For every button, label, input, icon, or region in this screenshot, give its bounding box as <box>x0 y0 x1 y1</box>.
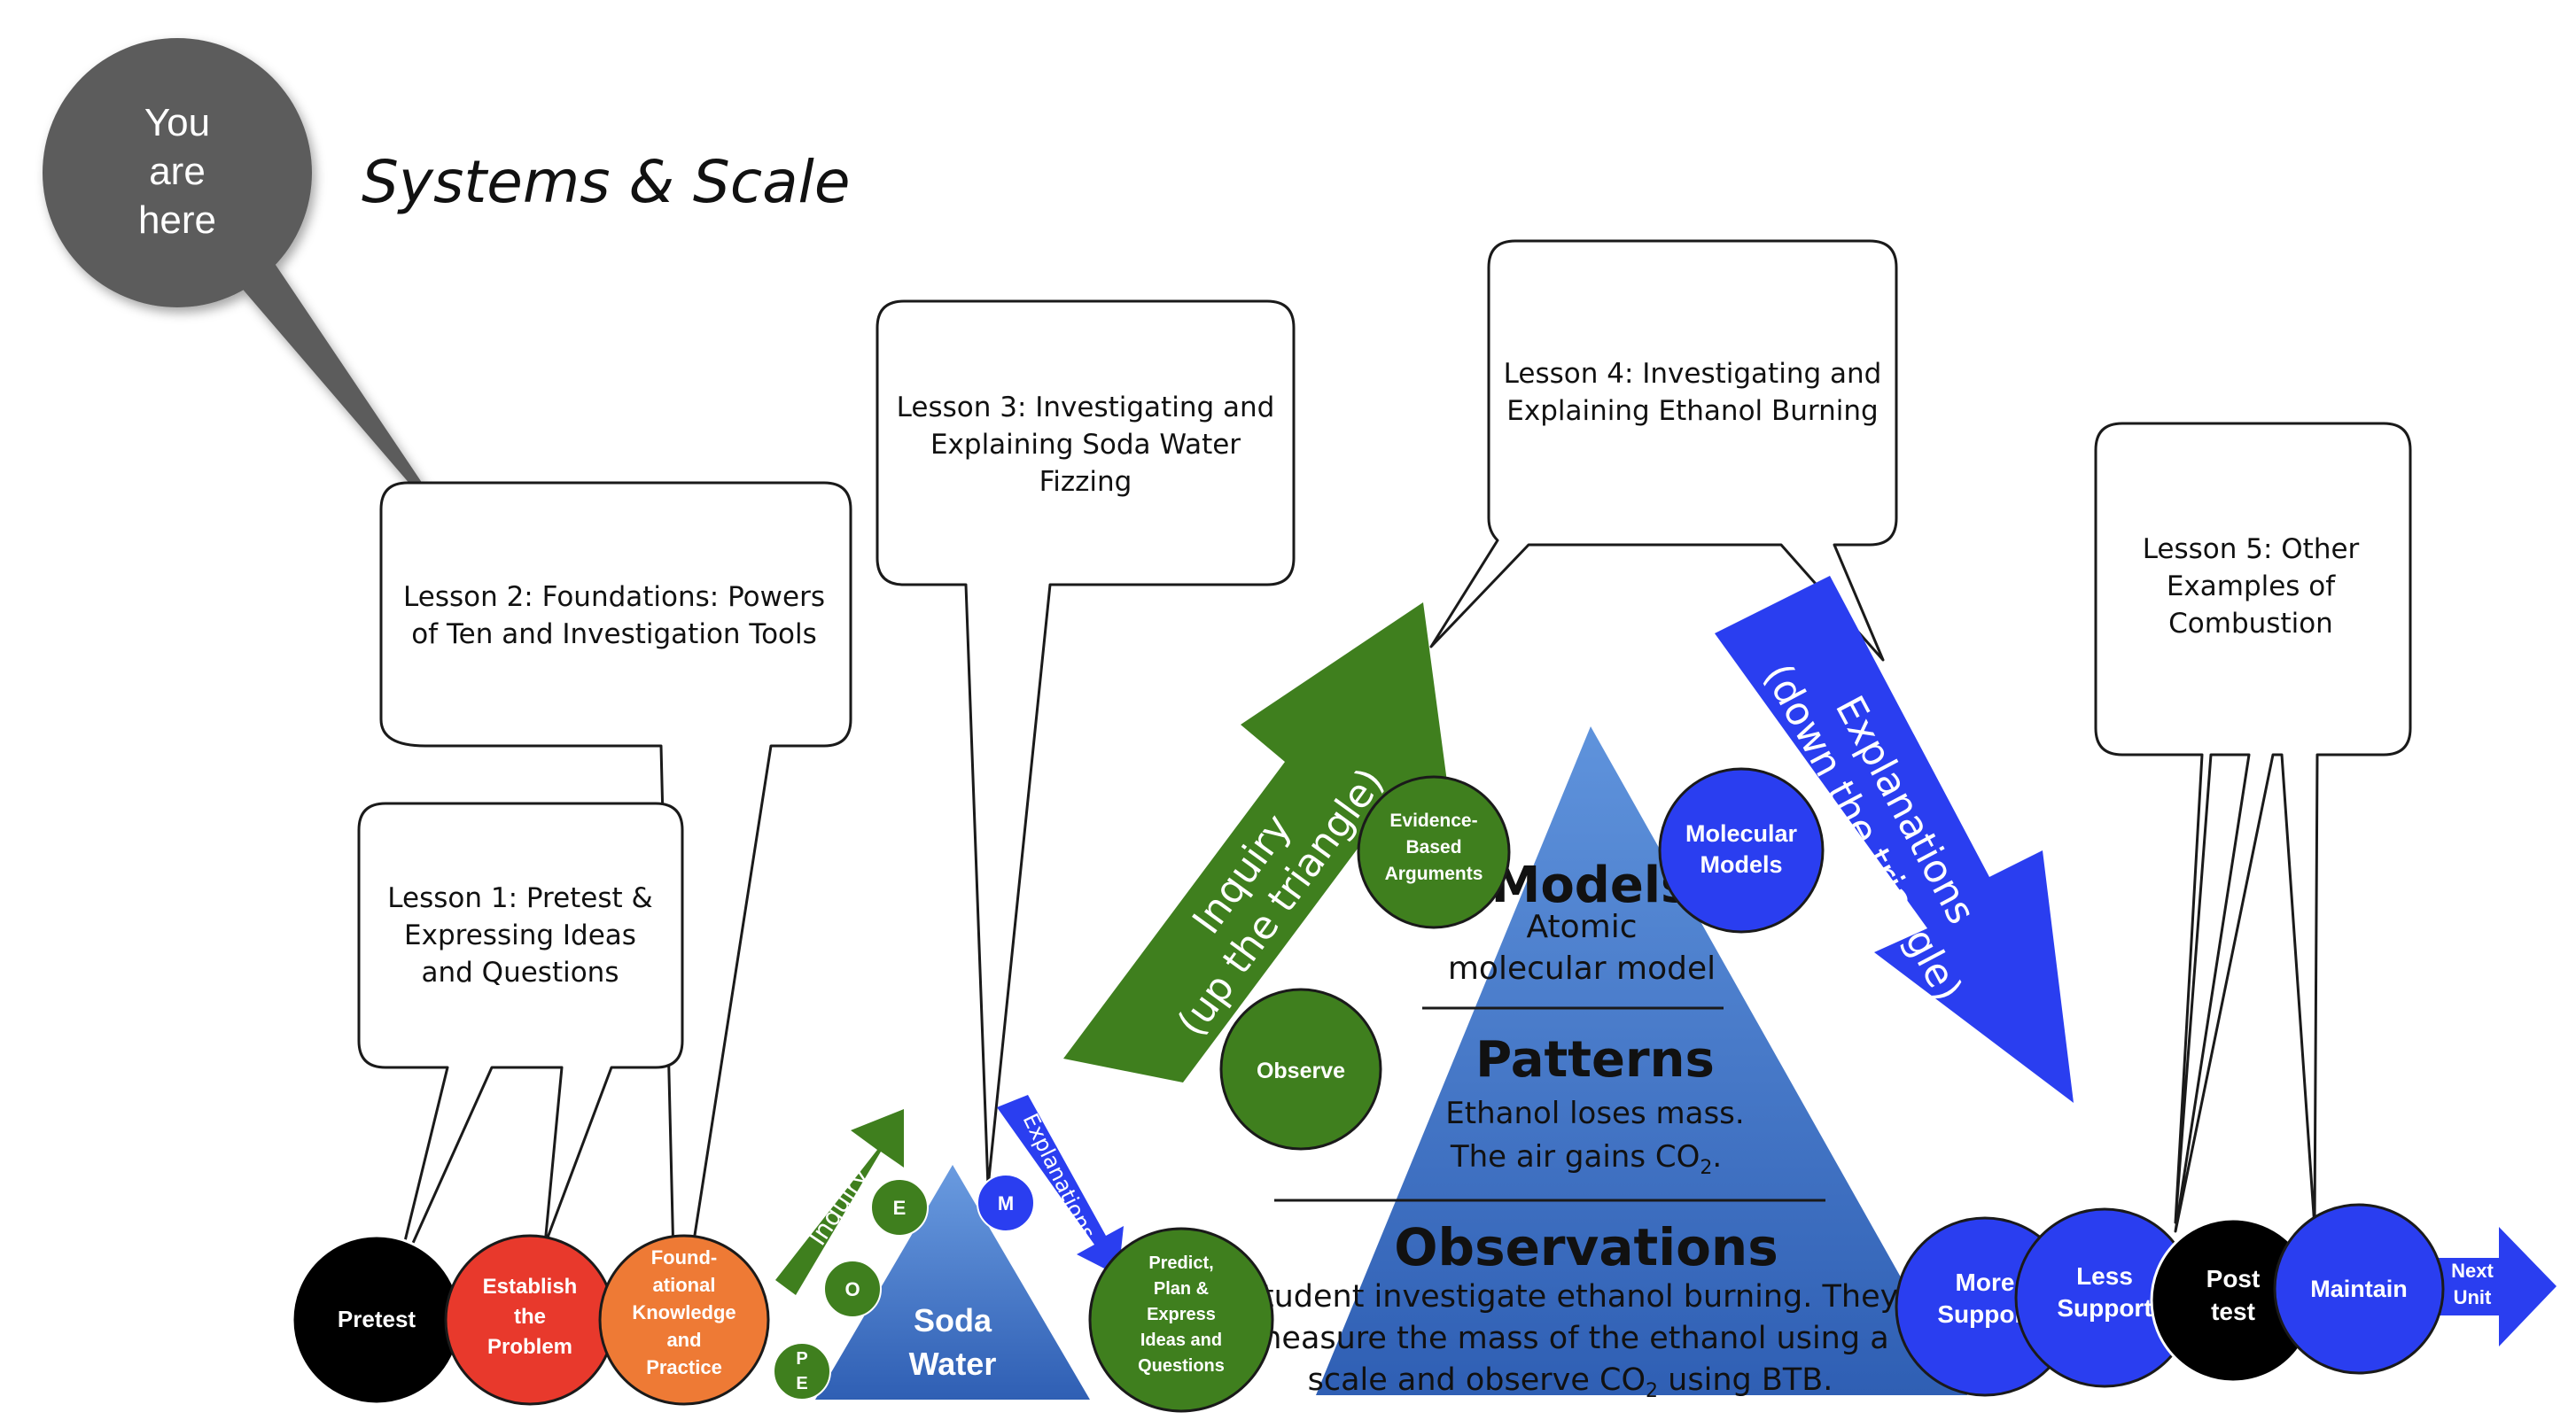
lesson-1-line1: Lesson 1: Pretest & <box>387 882 652 914</box>
big-triangle: Models Atomic molecular model Patterns E… <box>1274 726 1967 1395</box>
m-circle <box>977 1174 1035 1232</box>
foundational-line2: ational <box>653 1274 716 1296</box>
pretest-label: Pretest <box>338 1306 416 1332</box>
pe-circle <box>773 1342 831 1401</box>
establish-line1: Establish <box>483 1275 578 1299</box>
next-unit-line2: Unit <box>2454 1286 2492 1308</box>
lesson-3-line1: Lesson 3: Investigating and <box>897 392 1275 423</box>
more-support-line1: More <box>1956 1269 2015 1296</box>
less-support-line2: Support <box>2057 1294 2152 1322</box>
lesson-4-line2: Explaining Ethanol Burning <box>1506 395 1878 427</box>
evidence-label-line3: Arguments <box>1385 864 1483 884</box>
predict-line3: Express <box>1147 1305 1216 1324</box>
molecular-models-circle <box>1658 767 1825 934</box>
o-letter: O <box>844 1278 860 1300</box>
predict-plan-circle <box>1088 1227 1274 1413</box>
less-support-line1: Less <box>2076 1262 2133 1290</box>
maintain-circle <box>2273 1203 2445 1375</box>
evidence-label-line1: Evidence- <box>1389 811 1477 831</box>
molecular-models-line1: Molecular <box>1685 820 1798 847</box>
soda-water-line2: Water <box>909 1346 997 1382</box>
you-are-here-line1: You <box>144 101 210 144</box>
lesson-2-callout: Lesson 2: Foundations: Powers of Ten and… <box>379 481 852 1260</box>
you-are-here-line3: here <box>138 198 216 242</box>
soda-water-triangle <box>815 1165 1090 1400</box>
soda-water-line1: Soda <box>914 1302 992 1339</box>
diagram-title: Systems & Scale <box>362 148 851 216</box>
foundational-line4: and <box>666 1329 701 1351</box>
establish-line2: the <box>514 1305 546 1329</box>
e-circle <box>870 1178 929 1237</box>
lesson-1-line3: and Questions <box>422 957 619 989</box>
next-unit-arrow <box>2428 1227 2557 1346</box>
models-body-line2: molecular model <box>1448 951 1716 987</box>
lesson-5-callout: Lesson 5: Other Examples of Combustion <box>2094 422 2412 1233</box>
lesson-1-callout: Lesson 1: Pretest & Expressing Ideas and… <box>357 802 684 1286</box>
maintain-label: Maintain <box>2310 1276 2408 1302</box>
evidence-label-line2: Based <box>1405 837 1461 857</box>
post-test-line1: Post <box>2206 1265 2261 1292</box>
patterns-title: Patterns <box>1475 1031 1715 1089</box>
patterns-body-line1: Ethanol loses mass. <box>1445 1096 1744 1131</box>
pe-letter-e: E <box>796 1374 807 1393</box>
predict-line5: Questions <box>1138 1356 1225 1376</box>
establish-line3: Problem <box>487 1335 572 1359</box>
foundational-line3: Knowledge <box>632 1301 735 1323</box>
post-test-line2: test <box>2211 1298 2255 1325</box>
lesson-3-callout: Lesson 3: Investigating and Explaining S… <box>876 299 1296 1189</box>
o-circle <box>823 1260 882 1318</box>
you-are-here-line2: are <box>149 150 206 193</box>
m-letter: M <box>998 1192 1014 1214</box>
observe-circle <box>1219 988 1382 1151</box>
lesson-5-line1: Lesson 5: Other <box>2143 533 2360 565</box>
foundational-knowledge-circle <box>598 1234 770 1406</box>
you-are-here-marker <box>43 38 470 554</box>
lesson-4-line1: Lesson 4: Investigating and <box>1504 358 1882 390</box>
lesson-3-line3: Fizzing <box>1039 466 1132 498</box>
lesson-3-line2: Explaining Soda Water <box>930 429 1241 461</box>
patterns-body-line2: The air gains CO2. <box>1450 1139 1722 1179</box>
small-inquiry-label: Inquiry <box>803 1163 876 1251</box>
small-explanations-arrow <box>997 1095 1124 1276</box>
e-letter: E <box>893 1197 907 1219</box>
small-explanations-label: Explanations <box>1018 1109 1101 1243</box>
pe-letter-p: P <box>796 1349 807 1369</box>
foundational-line1: Found- <box>651 1246 718 1269</box>
small-inquiry-arrow <box>775 1109 904 1295</box>
observations-body-line1: Student investigate ethanol burning. The… <box>1242 1279 1899 1315</box>
models-title: Models <box>1491 857 1691 914</box>
molecular-models-line2: Models <box>1700 851 1782 878</box>
observations-title: Observations <box>1394 1217 1778 1277</box>
lesson-5-line2: Examples of <box>2167 570 2336 602</box>
lesson-2-line2: of Ten and Investigation Tools <box>411 618 817 650</box>
observe-label: Observe <box>1257 1059 1345 1083</box>
lesson-5-line3: Combustion <box>2168 608 2333 640</box>
foundational-line5: Practice <box>646 1356 722 1378</box>
observations-body-line2: measure the mass of the ethanol using a <box>1251 1321 1888 1356</box>
soda-water-triangle-group: Inquiry Explanations Soda Water P E O E … <box>773 1095 1124 1401</box>
predict-line2: Plan & <box>1154 1279 1209 1299</box>
next-unit-line1: Next <box>2451 1260 2494 1282</box>
observations-body-line3: scale and observe CO2 using BTB. <box>1308 1362 1833 1402</box>
models-body-line1: Atomic <box>1527 909 1638 945</box>
predict-line1: Predict, <box>1148 1253 1213 1273</box>
predict-line4: Ideas and <box>1140 1331 1222 1350</box>
lesson-2-line1: Lesson 2: Foundations: Powers <box>403 581 825 613</box>
lesson-1-line2: Expressing Ideas <box>404 920 636 951</box>
evidence-based-arguments-circle <box>1357 775 1511 929</box>
observations-tier: Observations Student investigate ethanol… <box>1242 1217 1899 1402</box>
